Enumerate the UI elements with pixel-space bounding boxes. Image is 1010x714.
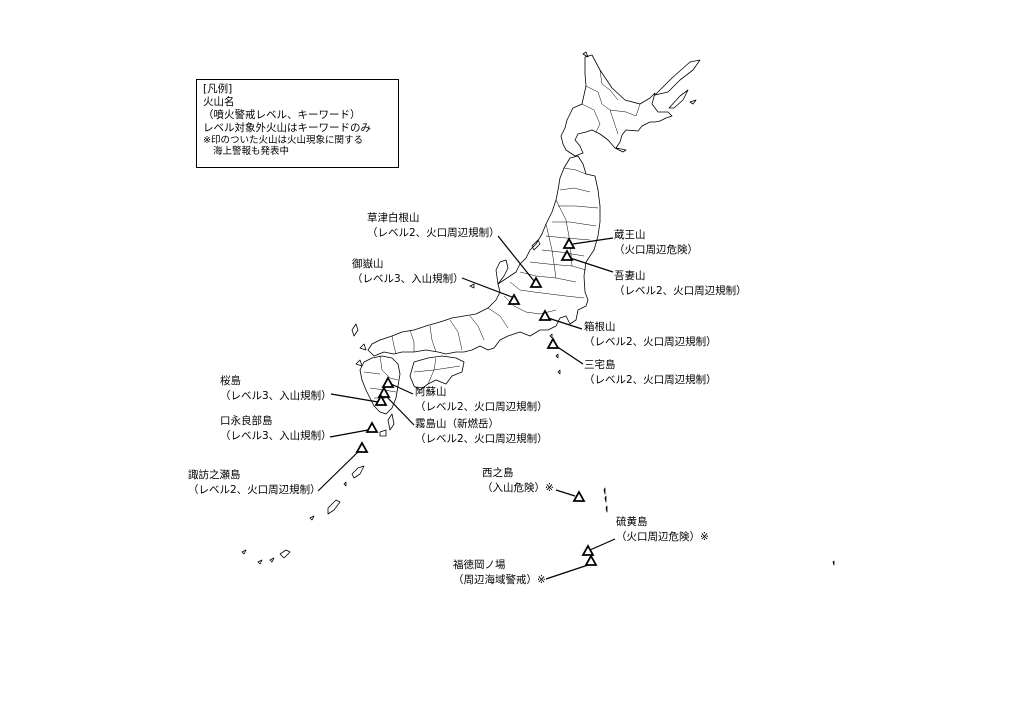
volcano-status: （レベル2、火口周辺規制） <box>584 336 717 348</box>
label-kuchinoerabujima: 口永良部島 （レベル3、入山規制） <box>220 414 332 444</box>
triangle-icon <box>572 490 586 502</box>
triangle-icon <box>377 386 391 398</box>
volcano-status: （火口周辺危険） <box>614 244 698 256</box>
triangle-icon <box>355 441 369 453</box>
leader-miyakejima <box>555 345 584 365</box>
leader-iwoto <box>589 538 616 551</box>
label-azuma: 吾妻山 （レベル2、火口周辺規制） <box>614 269 747 299</box>
leader-kirishima <box>385 395 415 426</box>
triangle-icon <box>538 309 552 321</box>
label-ontake: 御嶽山 （レベル3、入山規制） <box>352 257 464 287</box>
sado-island <box>531 239 541 251</box>
volcano-status: （火口周辺危険）※ <box>616 531 709 543</box>
leader-zao <box>572 237 614 245</box>
shikoku-borders <box>413 357 461 385</box>
volcano-name: 三宅島 <box>584 359 616 371</box>
legend-title: [凡例] <box>203 83 233 95</box>
ogasawara-islands <box>603 487 608 513</box>
volcano-status: （レベル2、火口周辺規制） <box>584 374 717 386</box>
kyushu-outline <box>359 355 401 415</box>
legend-note: ※印のついた火山は火山現象に関する <box>203 135 363 146</box>
volcano-status: （レベル3、入山規制） <box>352 273 464 285</box>
volcano-status: （入山危険）※ <box>482 482 554 494</box>
volcano-status: （レベル2、火口周辺規制） <box>415 433 548 445</box>
kuril-islands <box>582 51 701 109</box>
legend-line-keyword: レベル対象外火山はキーワードのみ <box>203 122 371 134</box>
volcano-status: （レベル3、入山規制） <box>220 390 332 402</box>
label-miyakejima: 三宅島 （レベル2、火口周辺規制） <box>584 358 717 388</box>
triangle-icon <box>546 337 560 349</box>
minamitorishima <box>832 560 835 566</box>
label-aso: 阿蘇山 （レベル2、火口周辺規制） <box>415 385 548 415</box>
volcano-name: 福徳岡ノ場 <box>453 559 506 571</box>
volcano-name: 蔵王山 <box>614 229 646 241</box>
triangle-icon <box>581 544 595 556</box>
volcano-status: （周辺海域警戒）※ <box>453 574 546 586</box>
volcano-status: （レベル3、入山規制） <box>220 430 332 442</box>
leader-ontake <box>461 277 513 298</box>
volcano-name: 草津白根山 <box>367 212 420 224</box>
leader-nishinoshima <box>555 489 576 497</box>
volcano-name: 霧島山（新燃岳） <box>415 418 499 430</box>
label-kusatsu-shirane: 草津白根山 （レベル2、火口周辺規制） <box>367 211 500 241</box>
leader-fukutoku-okanoba <box>545 564 589 580</box>
label-iwoto: 硫黄島 （火口周辺危険）※ <box>616 515 709 545</box>
honshu-prefecture-borders <box>391 167 599 355</box>
leader-kuchinoerabujima <box>329 429 369 438</box>
label-fukutoku-okanoba: 福徳岡ノ場 （周辺海域警戒）※ <box>453 558 546 588</box>
triangle-icon <box>584 554 598 566</box>
triangle-icon <box>507 293 521 305</box>
kyushu-borders <box>363 355 399 399</box>
triangle-icon <box>560 249 574 261</box>
map-legend: [凡例] 火山名 （噴火警戒レベル、キーワード） レベル対象外火山はキーワードの… <box>196 79 399 168</box>
volcano-status: （レベル2、火口周辺規制） <box>188 484 321 496</box>
volcano-name: 諏訪之瀬島 <box>188 469 241 481</box>
triangle-icon <box>381 376 395 388</box>
leader-kusatsu-shirane <box>497 235 535 282</box>
triangle-icon <box>374 394 388 406</box>
volcano-name: 桜島 <box>220 375 241 387</box>
shikoku-outline <box>409 355 465 391</box>
hokkaido-inner-borders <box>581 69 641 135</box>
label-suwanosejima: 諏訪之瀬島 （レベル2、火口周辺規制） <box>188 468 321 498</box>
honshu-outline <box>367 155 601 357</box>
leader-lines <box>317 235 616 580</box>
izu-islands <box>549 333 561 375</box>
volcano-name: 箱根山 <box>584 321 616 333</box>
triangle-icon <box>562 237 576 249</box>
nansei-islands <box>241 465 365 565</box>
islands-west <box>351 283 475 437</box>
label-zao: 蔵王山 （火口周辺危険） <box>614 228 698 258</box>
coastline-outlines <box>241 51 835 566</box>
legend-note-cont: 海上警報も発表中 <box>213 146 290 157</box>
label-hakone: 箱根山 （レベル2、火口周辺規制） <box>584 320 717 350</box>
leader-sakurajima <box>330 393 379 403</box>
volcano-status: （レベル2、火口周辺規制） <box>367 227 500 239</box>
hokkaido-outline <box>560 54 673 157</box>
volcano-status: （レベル2、火口周辺規制） <box>614 285 747 297</box>
volcano-status: （レベル2、火口周辺規制） <box>415 401 548 413</box>
triangle-icon <box>365 421 379 433</box>
volcano-name: 吾妻山 <box>614 270 646 282</box>
leader-aso <box>390 383 414 395</box>
volcano-name: 口永良部島 <box>220 415 273 427</box>
volcano-markers <box>355 237 598 566</box>
leader-suwanosejima <box>317 449 361 492</box>
leader-azuma <box>569 257 614 273</box>
label-nishinoshima: 西之島 （入山危険）※ <box>482 466 554 496</box>
triangle-icon <box>529 276 543 288</box>
noto-peninsula <box>495 259 509 285</box>
label-kirishima: 霧島山（新燃岳） （レベル2、火口周辺規制） <box>415 417 548 447</box>
volcano-name: 西之島 <box>482 467 514 479</box>
label-sakurajima: 桜島 （レベル3、入山規制） <box>220 374 332 404</box>
legend-line-name: 火山名 <box>203 96 235 108</box>
legend-line-level: （噴火警戒レベル、キーワード） <box>203 109 361 121</box>
volcano-name: 阿蘇山 <box>415 386 447 398</box>
volcano-name: 御嶽山 <box>352 258 384 270</box>
volcano-name: 硫黄島 <box>616 516 648 528</box>
leader-hakone <box>547 317 583 330</box>
